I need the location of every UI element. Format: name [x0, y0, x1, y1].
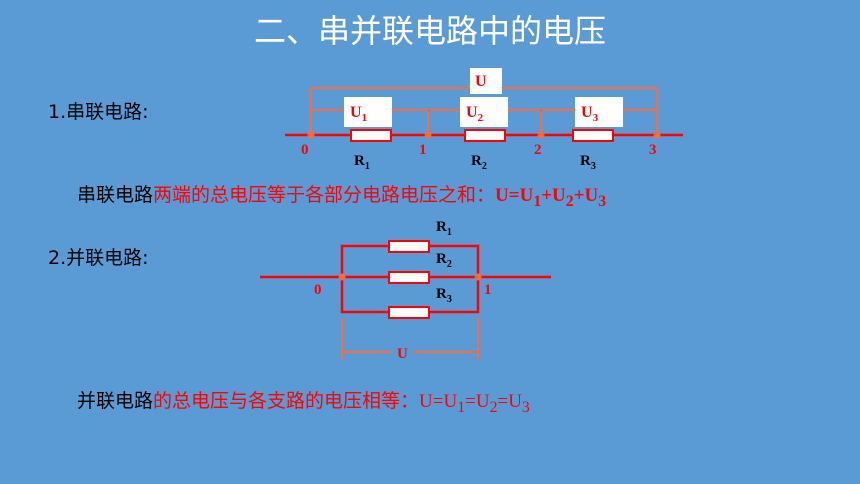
series-node-dot-0 [307, 131, 315, 139]
series-total-label-box [470, 68, 502, 94]
parallel-node-dot-0 [338, 273, 346, 281]
series-u1-label: U1 [350, 104, 367, 124]
series-node-dot-3 [653, 131, 661, 139]
parallel-statement-subject: 并联电路 [77, 390, 154, 412]
series-node-0: 0 [301, 142, 309, 158]
series-u2-box [460, 97, 508, 127]
series-r2-label: R2 [471, 153, 487, 172]
series-u2-label: U2 [466, 104, 484, 124]
parallel-resistor-1 [388, 240, 430, 253]
series-node-2: 2 [534, 142, 542, 158]
parallel-heading: 2.并联电路: [48, 247, 149, 269]
parallel-u-bracket [341, 318, 479, 360]
parallel-statement-body: 的总电压与各支路的电压相等： [153, 390, 420, 412]
parallel-node-dot-1 [474, 273, 482, 281]
parallel-r3-label: R3 [436, 286, 452, 305]
parallel-resistor-3 [388, 306, 430, 319]
series-u3-label: U3 [581, 104, 599, 124]
series-resistor-3 [572, 129, 614, 142]
series-total-label: U [475, 73, 487, 90]
series-circuit: U U1 U2 U3 0 1 2 3 R1 R2 R3 [285, 68, 683, 172]
parallel-circuit: 0 1 R1 R2 R3 U [260, 219, 551, 362]
series-statement-subject: 串联电路 [77, 184, 154, 206]
series-u1-box [344, 97, 392, 127]
parallel-u-label: U [397, 346, 408, 362]
series-u3-box [575, 97, 623, 127]
series-formula: U=U1+U2+U3 [495, 185, 607, 210]
series-node-3: 3 [649, 142, 657, 158]
parallel-r2-label: R2 [436, 251, 452, 270]
series-node-1: 1 [419, 142, 427, 158]
page-title: 二、串并联电路中的电压 [253, 12, 606, 50]
series-statement: 串联电路两端的总电压等于各部分电路电压之和：U=U1+U2+U3 [77, 180, 606, 211]
series-resistor-2 [464, 129, 506, 142]
series-resistor-1 [350, 129, 392, 142]
series-heading: 1.串联电路: [48, 101, 149, 123]
parallel-formula: U=U1=U2=U3 [419, 391, 530, 416]
series-r3-label: R3 [580, 153, 596, 172]
parallel-node-1: 1 [484, 282, 492, 298]
series-r1-label: R1 [354, 153, 370, 172]
series-node-dot-2 [537, 131, 545, 139]
series-statement-body: 两端的总电压等于各部分电路电压之和： [153, 184, 496, 206]
series-node-dot-1 [424, 131, 432, 139]
parallel-resistor-2 [388, 271, 430, 284]
parallel-r1-label: R1 [436, 219, 452, 238]
parallel-node-0: 0 [314, 282, 322, 298]
parallel-statement: 并联电路的总电压与各支路的电压相等：U=U1=U2=U3 [77, 386, 530, 417]
